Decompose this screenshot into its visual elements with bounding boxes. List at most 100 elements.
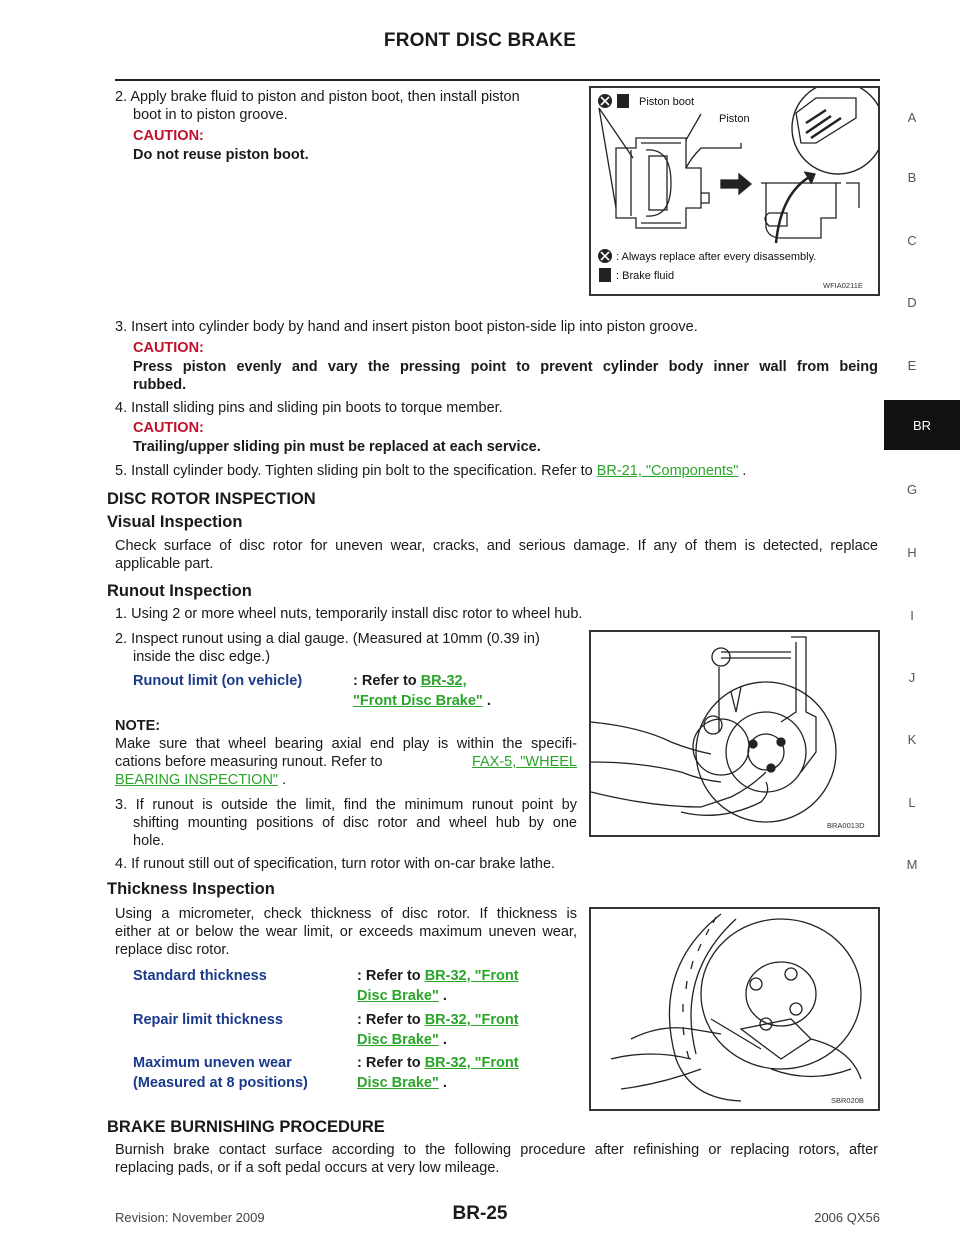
disc-rotor-heading: DISC ROTOR INSPECTION (107, 490, 316, 508)
note-line3: BEARING INSPECTION" . (115, 771, 286, 789)
figure-runout-dial-gauge: BRA0013D (589, 630, 880, 837)
runout-step3a: 3. If runout is outside the limit, find … (115, 797, 577, 813)
step5-after: . (738, 463, 747, 479)
link-br21-components[interactable]: BR-21, "Components" (596, 463, 739, 479)
spec-uneven-after: . (438, 1075, 447, 1091)
tab-b[interactable]: B (907, 170, 917, 185)
runout-step3b: shifting mounting positions of disc roto… (133, 815, 577, 831)
thickness-text3: replace disc rotor. (115, 942, 230, 958)
step5-text: 5. Install cylinder body. Tighten slidin… (115, 463, 593, 479)
tab-j[interactable]: J (908, 670, 916, 685)
thickness-heading: Thickness Inspection (107, 880, 275, 898)
title-rule (115, 79, 880, 81)
figure-piston-boot: Piston boot Piston : Always replace afte… (589, 81, 885, 296)
step2-caution: CAUTION: (133, 128, 204, 144)
step3-text: 3. Insert into cylinder body by hand and… (115, 319, 698, 335)
label-piston: Piston (719, 113, 750, 125)
note-line2: cations before measuring runout. Refer t… (115, 753, 577, 771)
tab-e[interactable]: E (907, 358, 917, 373)
link-br32-runout-b[interactable]: "Front Disc Brake" (353, 693, 483, 709)
note-label: NOTE: (115, 718, 161, 734)
page-title: FRONT DISC BRAKE (383, 30, 577, 51)
tab-k[interactable]: K (907, 732, 917, 747)
spec-uneven-label: Maximum uneven wear (133, 1055, 292, 1071)
tab-d[interactable]: D (907, 295, 917, 310)
label-piston-boot: Piston boot (639, 96, 694, 108)
runout-step2a: 2. Inspect runout using a dial gauge. (M… (115, 631, 540, 647)
spec-repair-value-2: Disc Brake" . (357, 1030, 447, 1050)
spec-uneven-refer: : Refer to (357, 1055, 421, 1071)
runout-spec-after: . (482, 693, 491, 709)
spec-repair-after: . (438, 1032, 447, 1048)
step3-caution-text2: rubbed. (133, 377, 187, 393)
tab-a[interactable]: A (907, 110, 917, 125)
link-bearing-inspection[interactable]: BEARING INSPECTION" (115, 772, 279, 788)
step3-caution: CAUTION: (133, 340, 204, 356)
step4-caution-text: Trailing/upper sliding pin must be repla… (133, 439, 541, 455)
runout-step4: 4. If runout still out of specification,… (115, 856, 556, 872)
tab-m[interactable]: M (906, 857, 918, 872)
spec-repair-refer: : Refer to (357, 1012, 421, 1028)
page-number: BR-25 (452, 1203, 508, 1224)
tab-i[interactable]: I (910, 608, 914, 623)
figure2-code: BRA0013D (827, 821, 865, 830)
link-br32-repair-a[interactable]: BR-32, "Front (424, 1012, 519, 1028)
runout-step2b: inside the disc edge.) (133, 649, 271, 665)
note-after: . (278, 772, 287, 788)
burnishing-text2: replacing pads, or if a soft pedal occur… (115, 1160, 500, 1176)
runout-spec-value-2: "Front Disc Brake" . (353, 691, 491, 711)
spec-repair-label: Repair limit thickness (133, 1012, 283, 1028)
piston-boot-illustration: Piston boot Piston : Always replace afte… (598, 81, 885, 290)
link-br32-uneven-a[interactable]: BR-32, "Front (424, 1055, 519, 1071)
tab-h[interactable]: H (907, 545, 917, 560)
runout-step3c: hole. (133, 833, 165, 849)
footer-model: 2006 QX56 (814, 1210, 880, 1225)
runout-spec-label: Runout limit (on vehicle) (133, 673, 303, 689)
step4-text: 4. Install sliding pins and sliding pin … (115, 400, 503, 416)
tab-c[interactable]: C (907, 233, 917, 248)
tab-g[interactable]: G (906, 482, 918, 497)
note-text1: Make sure that wheel bearing axial end p… (115, 736, 577, 752)
legend-brake-fluid: : Brake fluid (616, 270, 674, 282)
spec-standard-label: Standard thickness (133, 968, 267, 984)
figure3-code: SBR020B (831, 1096, 864, 1105)
spec-uneven-value: : Refer to BR-32, "Front (357, 1053, 519, 1073)
spec-repair-value: : Refer to BR-32, "Front (357, 1010, 519, 1030)
tab-br-active[interactable]: BR (884, 400, 960, 450)
link-br32-standard-a[interactable]: BR-32, "Front (424, 968, 519, 984)
runout-dial-gauge-illustration: BRA0013D (590, 636, 865, 830)
step5-line: 5. Install cylinder body. Tighten slidin… (115, 462, 746, 480)
note-text2: cations before measuring runout. Refer t… (115, 754, 383, 770)
thickness-text2: either at or below the wear limit, or ex… (115, 924, 577, 940)
link-br32-standard-b[interactable]: Disc Brake" (357, 988, 439, 1004)
link-fax5-wheel[interactable]: FAX-5, "WHEEL (471, 754, 577, 770)
spec-standard-value: : Refer to BR-32, "Front (357, 966, 519, 986)
legend-replace: : Always replace after every disassembly… (616, 251, 816, 263)
spec-standard-after: . (438, 988, 447, 1004)
step2-caution-text: Do not reuse piston boot. (133, 147, 309, 163)
step4-caution: CAUTION: (133, 420, 204, 436)
tab-l[interactable]: L (908, 795, 916, 810)
burnishing-heading: BRAKE BURNISHING PROCEDURE (107, 1118, 385, 1136)
step2-text2: boot in to piston groove. (133, 107, 288, 123)
spec-standard-refer: : Refer to (357, 968, 421, 984)
runout-spec-value: : Refer to BR-32, (353, 671, 467, 691)
runout-heading: Runout Inspection (107, 582, 252, 600)
link-br32-repair-b[interactable]: Disc Brake" (357, 1032, 439, 1048)
burnishing-text1: Burnish brake contact surface according … (115, 1142, 878, 1158)
link-br32-uneven-b[interactable]: Disc Brake" (357, 1075, 439, 1091)
spec-standard-value-2: Disc Brake" . (357, 986, 447, 1006)
footer-revision: Revision: November 2009 (115, 1210, 265, 1225)
step3-caution-text1: Press piston evenly and vary the pressin… (133, 359, 878, 375)
step2-text1: 2. Apply brake fluid to piston and pisto… (115, 89, 520, 105)
spec-uneven-value-2: Disc Brake" . (357, 1073, 447, 1093)
visual-text2: applicable part. (115, 556, 214, 572)
thickness-text1: Using a micrometer, check thickness of d… (115, 906, 577, 922)
visual-text1: Check surface of disc rotor for uneven w… (115, 538, 878, 554)
spec-uneven-label2: (Measured at 8 positions) (133, 1075, 308, 1091)
runout-step1: 1. Using 2 or more wheel nuts, temporari… (115, 606, 583, 622)
micrometer-illustration: SBR020B (610, 913, 864, 1105)
link-br32-runout-a[interactable]: BR-32, (420, 673, 467, 689)
runout-spec-refer: : Refer to (353, 673, 417, 689)
figure1-code: WFIA0211E (823, 281, 863, 290)
